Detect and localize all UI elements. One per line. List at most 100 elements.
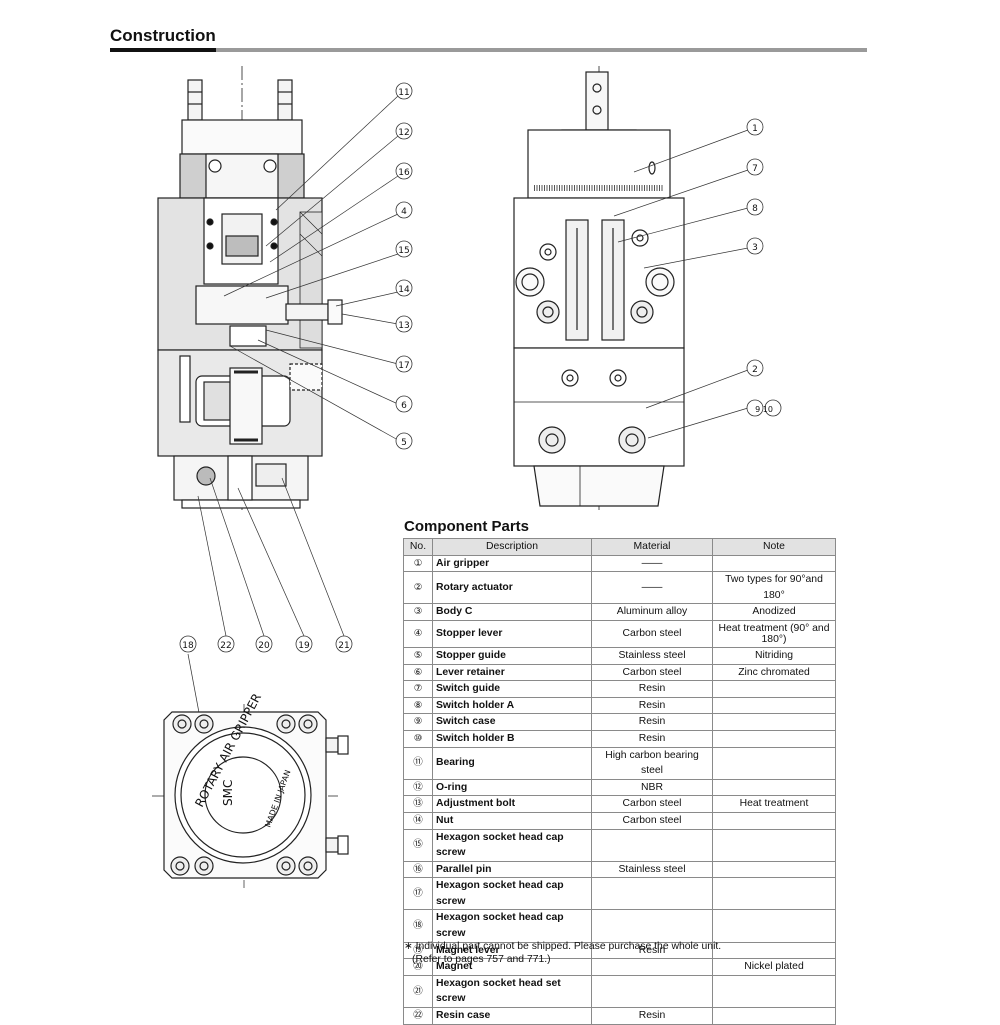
column-header-no: No.: [403, 538, 433, 556]
cell-mat: [591, 909, 713, 943]
cell-note: Zinc chromated: [712, 663, 836, 682]
cell-no: ⑬: [403, 795, 433, 813]
top-view-drawing: [152, 704, 349, 888]
component-parts-title: Component Parts: [404, 518, 530, 535]
cell-note: [712, 778, 836, 797]
cell-desc: O-ring: [432, 778, 592, 797]
cell-note: Heat treatment (90° and 180°): [712, 619, 836, 648]
callout-20: 20: [258, 641, 270, 651]
cell-mat: Carbon steel: [591, 795, 713, 813]
cell-mat: [591, 828, 713, 862]
cell-no: ⑧: [403, 696, 433, 715]
cell-note: [712, 828, 836, 862]
callout-14: 14: [398, 285, 410, 295]
cell-desc: Hexagon socket head set screw: [432, 974, 592, 1009]
cell-no: ㉑: [403, 974, 433, 1009]
cell-mat: NBR: [591, 778, 713, 797]
cell-note: [712, 1007, 836, 1025]
cell-mat: Carbon steel: [591, 811, 713, 830]
nameplate-maker: SMC: [221, 780, 235, 806]
cell-desc: Switch guide: [432, 680, 592, 698]
cell-mat: High carbon bearing steel: [591, 746, 713, 780]
cell-note: [712, 729, 836, 748]
cell-note: Heat treatment: [712, 795, 836, 813]
cell-desc: Stopper guide: [432, 646, 592, 665]
cell-desc: Air gripper: [432, 554, 592, 573]
cell-no: ⑱: [403, 909, 433, 943]
callout-markers: [179, 82, 782, 653]
cell-note: Anodized: [712, 603, 836, 621]
cell-desc: Bearing: [432, 746, 592, 780]
cell-no: ①: [403, 554, 433, 573]
cell-mat: Carbon steel: [591, 663, 713, 682]
page-title: Construction: [110, 26, 216, 45]
callout-5: 5: [401, 438, 407, 448]
cell-mat: Aluminum alloy: [591, 603, 713, 621]
callout-7: 7: [752, 164, 758, 174]
cell-no: ④: [403, 619, 433, 648]
cell-desc: Stopper lever: [432, 619, 592, 648]
callout-3: 3: [752, 243, 758, 253]
callout-16: 16: [398, 168, 410, 178]
cell-mat: Resin: [591, 680, 713, 698]
cell-note: [712, 746, 836, 780]
cell-desc: Rotary actuator: [432, 571, 592, 605]
cell-note: [712, 554, 836, 573]
cell-note: [712, 860, 836, 879]
right-leader-lines: [613, 129, 749, 439]
construction-drawings: ROTARY AIR GRIPPER SMC MADE IN JAPAN 11 …: [152, 66, 782, 888]
cell-no: ③: [403, 603, 433, 621]
column-header-description: Description: [432, 538, 592, 556]
cell-mat: [591, 974, 713, 1009]
cell-desc: Body C: [432, 603, 592, 621]
cell-no: ⑦: [403, 680, 433, 698]
cell-mat: Resin: [591, 729, 713, 748]
cell-mat: ——: [591, 571, 713, 605]
callout-19: 19: [298, 641, 310, 651]
cell-desc: Hexagon socket head cap screw: [432, 828, 592, 862]
callout-11: 11: [398, 88, 409, 98]
cell-no: ⑯: [403, 860, 433, 879]
title-rule: [110, 48, 867, 52]
cell-desc: Adjustment bolt: [432, 795, 592, 813]
cell-note: [712, 974, 836, 1009]
cell-no: ⑤: [403, 646, 433, 665]
side-view-drawing: [513, 66, 685, 510]
callout-4: 4: [401, 207, 407, 217]
cell-note: [712, 941, 836, 960]
cell-desc: Resin case: [432, 1007, 592, 1025]
cell-mat: Resin: [591, 713, 713, 731]
footnote: ∗ Individual part cannot be shipped. Ple…: [404, 941, 722, 952]
cell-note: [712, 877, 836, 911]
callout-1: 1: [752, 124, 758, 134]
callout-6: 6: [401, 401, 407, 411]
table-header-row: No. Description Material Note: [403, 538, 836, 556]
callout-9-10: 9 10: [755, 405, 773, 414]
cell-no: ⑨: [403, 713, 433, 731]
cell-mat: Resin: [591, 1007, 713, 1025]
left-leader-lines: [187, 95, 399, 719]
cell-desc: Hexagon socket head cap screw: [432, 877, 592, 911]
callout-18: 18: [182, 641, 194, 651]
column-header-material: Material: [591, 538, 713, 556]
cell-note: [712, 696, 836, 715]
callout-13: 13: [398, 321, 409, 331]
cell-no: ⑮: [403, 828, 433, 862]
cell-no: ⑰: [403, 877, 433, 911]
cell-note: [712, 680, 836, 698]
cell-desc: Nut: [432, 811, 592, 830]
cell-no: ⑫: [403, 778, 433, 797]
